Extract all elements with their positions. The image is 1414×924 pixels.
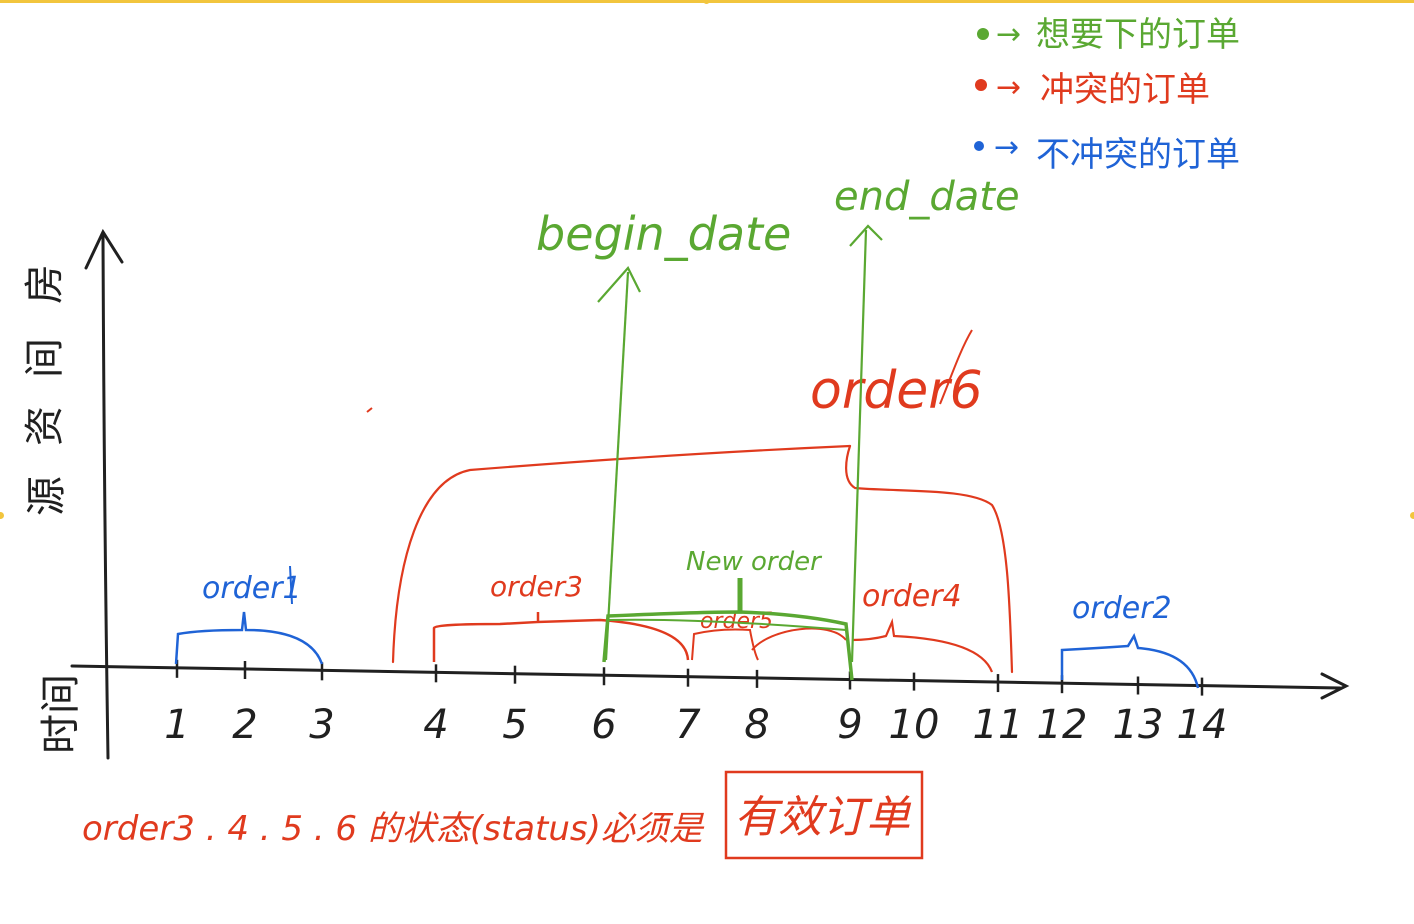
x-tick-label: 8: [744, 702, 769, 748]
x-tick-label: 11: [973, 702, 1024, 748]
end-date-marker: [849, 224, 883, 663]
stray-mark: [366, 407, 373, 413]
left-handle: [0, 512, 4, 519]
y-axis-arrowhead: [84, 228, 124, 270]
x-tick-label: 7: [675, 702, 701, 748]
legend-label: 不冲突的订单: [1036, 135, 1240, 175]
x-tick-label: 5: [502, 702, 527, 748]
x-tick-label: 3: [309, 702, 334, 748]
legend-arrow: →: [996, 70, 1021, 105]
order5-bracket: [691, 627, 847, 661]
x-axis-label: 时间: [38, 674, 84, 754]
begin-date-label: begin_date: [536, 207, 791, 261]
legend-label: 想要下的订单: [1036, 15, 1240, 55]
x-tick-label: 10: [889, 702, 940, 748]
x-axis: [70, 664, 1342, 690]
y-axis: [101, 233, 110, 760]
x-tick-label: 6: [591, 702, 616, 748]
y-label-char: 源: [24, 476, 70, 516]
x-tick-label: 1: [164, 702, 189, 748]
x-tick-label: 4: [423, 702, 448, 748]
order2-label: order2: [1072, 591, 1172, 626]
legend-arrow: →: [996, 17, 1021, 52]
legend-item-red: → 冲突的订单: [975, 70, 1210, 110]
x-tick-label: 12: [1037, 702, 1088, 748]
end-date-label: end_date: [834, 174, 1020, 220]
x-tick-label: 13: [1113, 702, 1164, 748]
note-text: order3 . 4 . 5 . 6 的状态(status)必须是: [82, 809, 705, 849]
order6-label: order6: [810, 361, 983, 421]
top-center-handle: [703, 0, 710, 4]
order4-label: order4: [862, 579, 962, 614]
axes: [70, 228, 1350, 760]
y-label-char: 房: [22, 264, 68, 304]
y-axis-label: 房 间 资 源: [22, 264, 70, 516]
red-dot-icon: [975, 79, 987, 91]
order3-bracket: [432, 612, 690, 662]
legend-item-green: → 想要下的订单: [977, 15, 1240, 55]
new-order-bracket: [602, 578, 854, 681]
order6-tail: [939, 329, 973, 405]
x-tick-label: 9: [837, 702, 862, 748]
y-label-char: 间: [22, 338, 68, 378]
note-box: [724, 770, 924, 860]
order1-bracket: [174, 611, 324, 665]
x-tick-label: 14: [1177, 702, 1228, 748]
legend: → 想要下的订单 → 冲突的订单 → 不冲突的订单: [974, 15, 1240, 175]
x-tick-label: 2: [232, 702, 257, 748]
note-boxed-text: 有效订单: [734, 792, 912, 843]
legend-arrow: →: [994, 130, 1019, 165]
status-note: order3 . 4 . 5 . 6 的状态(status)必须是 有效订单: [82, 770, 924, 860]
blue-dot-icon: [974, 141, 984, 151]
order6-bracket: [391, 444, 1014, 674]
new-order-label: New order: [686, 547, 823, 577]
x-axis-arrowhead: [1320, 672, 1350, 700]
order3-label: order3: [490, 570, 583, 603]
order4-bracket: [851, 617, 994, 673]
begin-date-marker: [597, 266, 641, 661]
legend-label: 冲突的订单: [1040, 70, 1210, 110]
green-dot-icon: [977, 28, 989, 40]
legend-item-blue: → 不冲突的订单: [974, 130, 1240, 175]
y-label-char: 资: [22, 406, 68, 446]
order2-bracket: [1060, 633, 1200, 689]
right-handle: [1410, 512, 1414, 519]
order1-label: order1: [202, 571, 302, 606]
order1-label-tail: [289, 565, 293, 605]
